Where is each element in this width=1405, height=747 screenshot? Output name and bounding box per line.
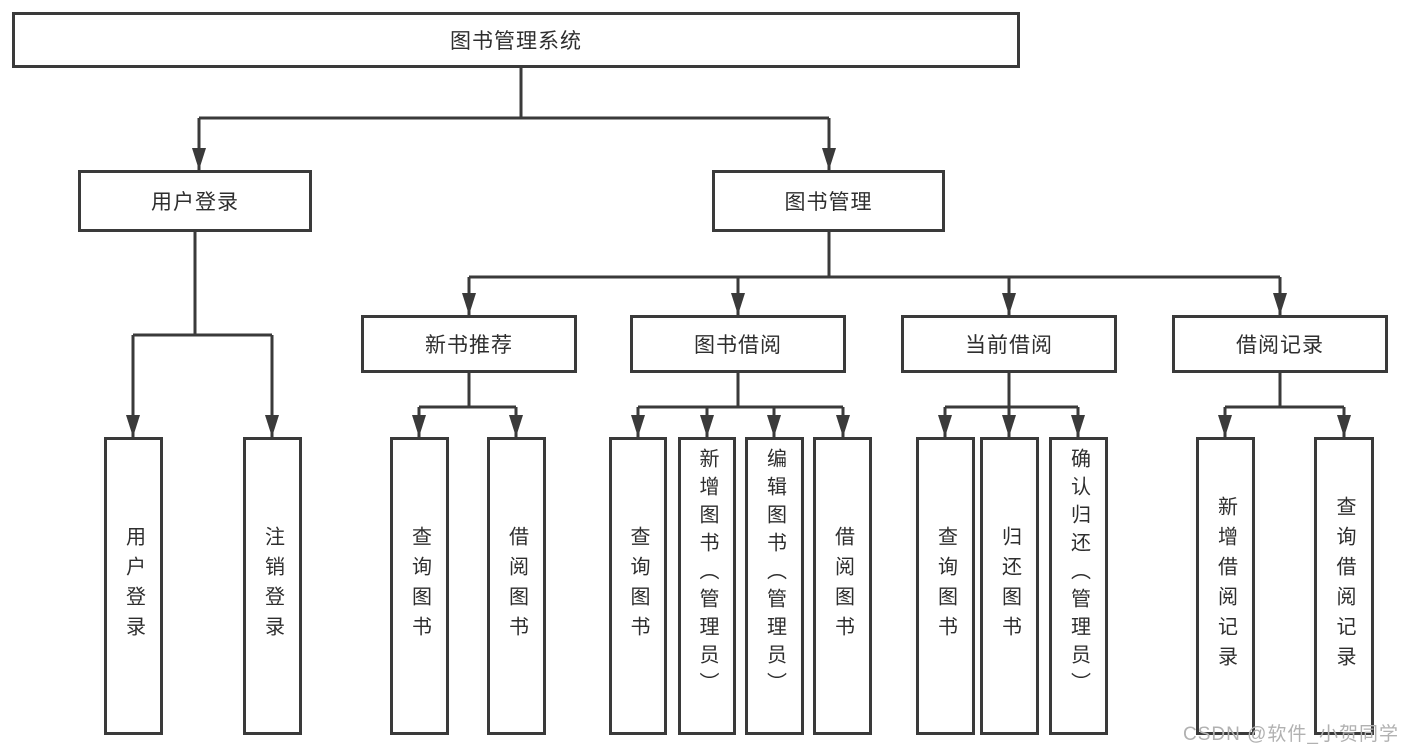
node-book-borrow: 图书借阅 <box>630 315 846 373</box>
node-book-management: 图书管理 <box>712 170 945 232</box>
leaf-user-login: 用户登录 <box>104 437 163 735</box>
leaf-label: 归还图书 <box>998 526 1021 646</box>
node-current-borrow: 当前借阅 <box>901 315 1117 373</box>
leaf-query-book-current: 查询图书 <box>916 437 975 735</box>
leaf-edit-book-admin: 编辑图书（管理员） <box>745 437 804 735</box>
leaf-query-book-recommend: 查询图书 <box>390 437 449 735</box>
leaf-confirm-return-admin: 确认归还（管理员） <box>1049 437 1108 735</box>
leaf-label: 查询图书 <box>627 526 649 646</box>
node-user-login: 用户登录 <box>78 170 312 232</box>
node-root-system: 图书管理系统 <box>12 12 1020 68</box>
leaf-borrow-book-recommend: 借阅图书 <box>487 437 546 735</box>
leaf-label: 注销登录 <box>261 526 284 646</box>
leaf-query-book-borrow: 查询图书 <box>609 437 667 735</box>
leaf-label: 借阅图书 <box>831 526 854 646</box>
leaf-label: 新增借阅记录 <box>1214 496 1237 676</box>
leaf-query-borrow-record: 查询借阅记录 <box>1314 437 1374 735</box>
node-new-book-recommend: 新书推荐 <box>361 315 577 373</box>
leaf-label: 编辑图书（管理员） <box>763 448 786 700</box>
node-borrow-records: 借阅记录 <box>1172 315 1388 373</box>
leaf-return-book: 归还图书 <box>980 437 1039 735</box>
leaf-label: 查询图书 <box>408 526 431 646</box>
leaf-label: 新增图书（管理员） <box>696 448 718 700</box>
leaf-label: 查询图书 <box>934 526 957 646</box>
leaf-label: 确认归还（管理员） <box>1067 448 1090 700</box>
leaf-label: 用户登录 <box>122 526 145 646</box>
leaf-label: 查询借阅记录 <box>1333 496 1355 676</box>
leaf-logout: 注销登录 <box>243 437 302 735</box>
leaf-add-borrow-record: 新增借阅记录 <box>1196 437 1255 735</box>
leaf-label: 借阅图书 <box>505 526 528 646</box>
leaf-add-book-admin: 新增图书（管理员） <box>678 437 736 735</box>
csdn-watermark: CSDN @软件_小贺同学 <box>1183 724 1399 745</box>
leaf-borrow-book: 借阅图书 <box>813 437 872 735</box>
